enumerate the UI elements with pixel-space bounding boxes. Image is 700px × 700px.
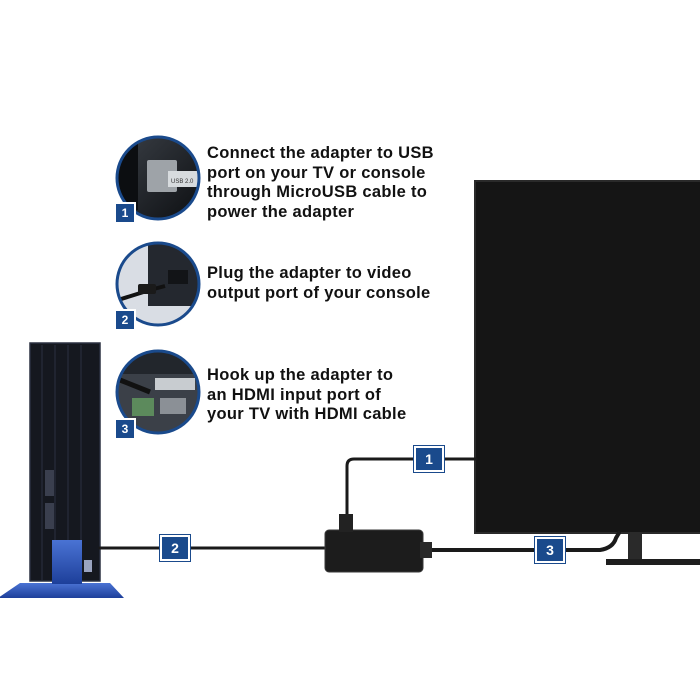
port-label: USB 2.0 xyxy=(171,179,194,185)
adapter xyxy=(324,514,432,573)
step-2-line: Plug the adapter to video xyxy=(207,264,412,282)
console-usb-port xyxy=(84,560,92,572)
step-1-description: Connect the adapter to USB port on your … xyxy=(207,144,467,222)
step-1-badge: 1 xyxy=(114,202,136,224)
step-2-line: output port of your console xyxy=(207,283,431,302)
cables xyxy=(98,457,621,552)
console-stand xyxy=(0,583,124,598)
step-3-line: an HDMI input port of xyxy=(207,385,382,404)
step-2-description: Plug the adapter to video output port of… xyxy=(207,264,467,303)
step-2-badge: 2 xyxy=(114,309,136,331)
step-2-photo xyxy=(115,241,201,327)
video-cable-label: 2 xyxy=(160,535,190,561)
game-console xyxy=(0,342,124,598)
step-3-description: Hook up the adapter to an HDMI input por… xyxy=(207,366,467,425)
usb-cable-label: 1 xyxy=(414,446,444,472)
step-1-line: port on your TV or console xyxy=(207,163,426,182)
usb-cable xyxy=(345,457,478,517)
console-port xyxy=(45,470,54,496)
tv-stand-leg xyxy=(628,533,642,561)
tv xyxy=(474,180,700,565)
step-1-line: power the adapter xyxy=(207,202,355,221)
step-3-line: your TV with HDMI cable xyxy=(207,405,407,423)
tv-stand-foot xyxy=(606,559,700,565)
tv-screen xyxy=(474,180,700,534)
step-3-line: Hook up the adapter to xyxy=(207,366,394,384)
step-3-badge: 3 xyxy=(114,418,136,440)
hdmi-cable-label: 3 xyxy=(535,537,565,563)
console-port xyxy=(45,503,54,529)
step-1-photo: USB 2.0 xyxy=(115,135,201,221)
adapter-body xyxy=(324,529,424,573)
hdmi-cable xyxy=(428,531,621,552)
step-1-line: through MicroUSB cable to xyxy=(207,183,428,201)
step-1-line: Connect the adapter to USB xyxy=(207,144,434,162)
